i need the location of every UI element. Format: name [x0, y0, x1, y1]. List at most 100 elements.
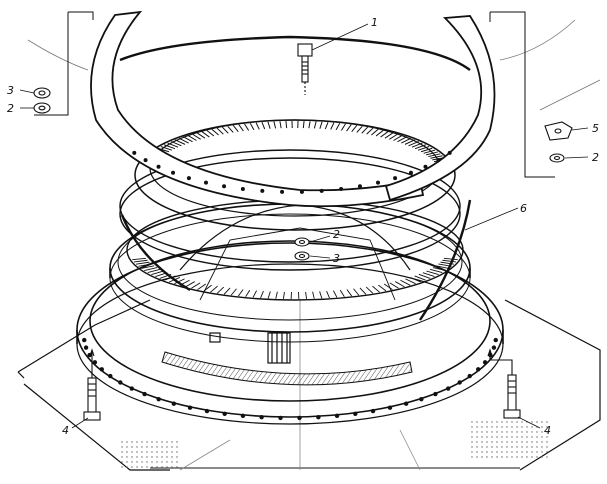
gear-tooth [261, 291, 264, 298]
callout-3-left: 3 [7, 84, 14, 97]
bolt-hole [433, 392, 437, 396]
bolt-hole [118, 380, 122, 384]
callout-2-right: 2 [592, 151, 599, 164]
gear-tooth [244, 124, 248, 131]
gear-tooth [274, 121, 276, 128]
gear-tooth [347, 289, 352, 296]
bolt-hole [393, 176, 397, 180]
callout-6: 6 [520, 202, 527, 215]
bolt-hole [446, 386, 450, 390]
callout-1: 1 [371, 16, 378, 29]
gear-tooth [268, 122, 270, 129]
gear-tooth [280, 121, 281, 128]
gear-tooth [430, 269, 442, 272]
gear-tooth [306, 292, 307, 299]
gear-tooth [134, 260, 148, 262]
right-washer-2 [550, 154, 564, 162]
gear-tooth [207, 130, 214, 136]
gear-tooth [360, 288, 366, 294]
left-washer-2 [34, 103, 50, 113]
gear-tooth [376, 130, 383, 136]
bolt-hole [82, 338, 86, 342]
gear-tooth [191, 283, 200, 288]
gear-tooth [357, 126, 363, 132]
gear-tooth [231, 289, 236, 295]
bolt-hole [300, 190, 304, 194]
gear-tooth [222, 127, 228, 133]
callout-3-center: 3 [333, 252, 340, 265]
bolt-hole [376, 181, 380, 185]
gear-tooth [283, 292, 284, 299]
bolt-hole [204, 181, 208, 185]
bolt-hole [205, 409, 209, 413]
gear-tooth [239, 125, 244, 132]
toothed-gear-ring [127, 120, 463, 300]
bolt-hole [278, 416, 282, 420]
bolt-hole [335, 414, 339, 418]
bolt-hole [419, 397, 423, 401]
gear-tooth [148, 269, 160, 272]
bolt-hole [100, 367, 104, 371]
bolt-hole [297, 416, 301, 420]
bolt-hole [241, 414, 245, 418]
bolt-hole [84, 345, 88, 349]
gear-tooth [371, 129, 378, 135]
bolt-hole [492, 345, 496, 349]
left-nut-3 [34, 88, 50, 98]
bolt-hole [187, 176, 191, 180]
bolt-hole [132, 151, 136, 155]
bolt-hole [171, 171, 175, 175]
gear-tooth [136, 262, 149, 264]
gear-tooth [217, 128, 223, 134]
bolt-hole [130, 386, 134, 390]
bolt-hole [316, 415, 320, 419]
central-hub [180, 205, 410, 363]
gear-tooth [353, 289, 358, 295]
bolt-hole [409, 171, 413, 175]
gear-tooth [314, 121, 316, 128]
gear-tooth [309, 121, 310, 128]
bottom-bolt-left-4 [84, 350, 100, 420]
gear-tooth [253, 291, 257, 298]
bolt-hole [172, 402, 176, 406]
bolt-hole [280, 190, 284, 194]
gear-tooth [186, 282, 195, 287]
bolt-hole [468, 374, 472, 378]
gear-tooth [366, 287, 373, 293]
gear-tooth [132, 258, 146, 259]
bolt-hole [188, 405, 192, 409]
gear-tooth [198, 284, 206, 290]
gear-tooth [372, 286, 379, 292]
bolt-hole [259, 415, 263, 419]
callout-5: 5 [592, 122, 599, 135]
gear-tooth [256, 123, 259, 130]
gear-tooth [144, 268, 157, 271]
gear-tooth [340, 290, 344, 297]
gear-tooth [217, 287, 224, 293]
gear-tooth [286, 121, 287, 128]
gear-tooth [246, 290, 250, 297]
center-washer-3 [295, 252, 309, 260]
gear-tooth [327, 291, 330, 298]
gear-tooth [313, 292, 315, 299]
gear-tooth [362, 127, 368, 133]
center-nut-2 [295, 238, 309, 246]
bolt-hole [241, 187, 245, 191]
bolt-hole [436, 158, 440, 162]
bolt-hole [388, 405, 392, 409]
gear-tooth [320, 291, 322, 298]
gear-tooth [390, 283, 399, 288]
bolt-hole [457, 380, 461, 384]
bolt-hole [108, 374, 112, 378]
bolt-hole [353, 412, 357, 416]
bolt-hole [404, 402, 408, 406]
gear-tooth [378, 285, 386, 291]
gear-tooth [204, 285, 212, 291]
gear-tooth [341, 124, 345, 131]
bolt-hole [448, 151, 452, 155]
top-bolt-1 [298, 44, 312, 95]
bolt-hole [358, 184, 362, 188]
gear-tooth [442, 260, 456, 262]
gear-tooth [250, 123, 254, 130]
